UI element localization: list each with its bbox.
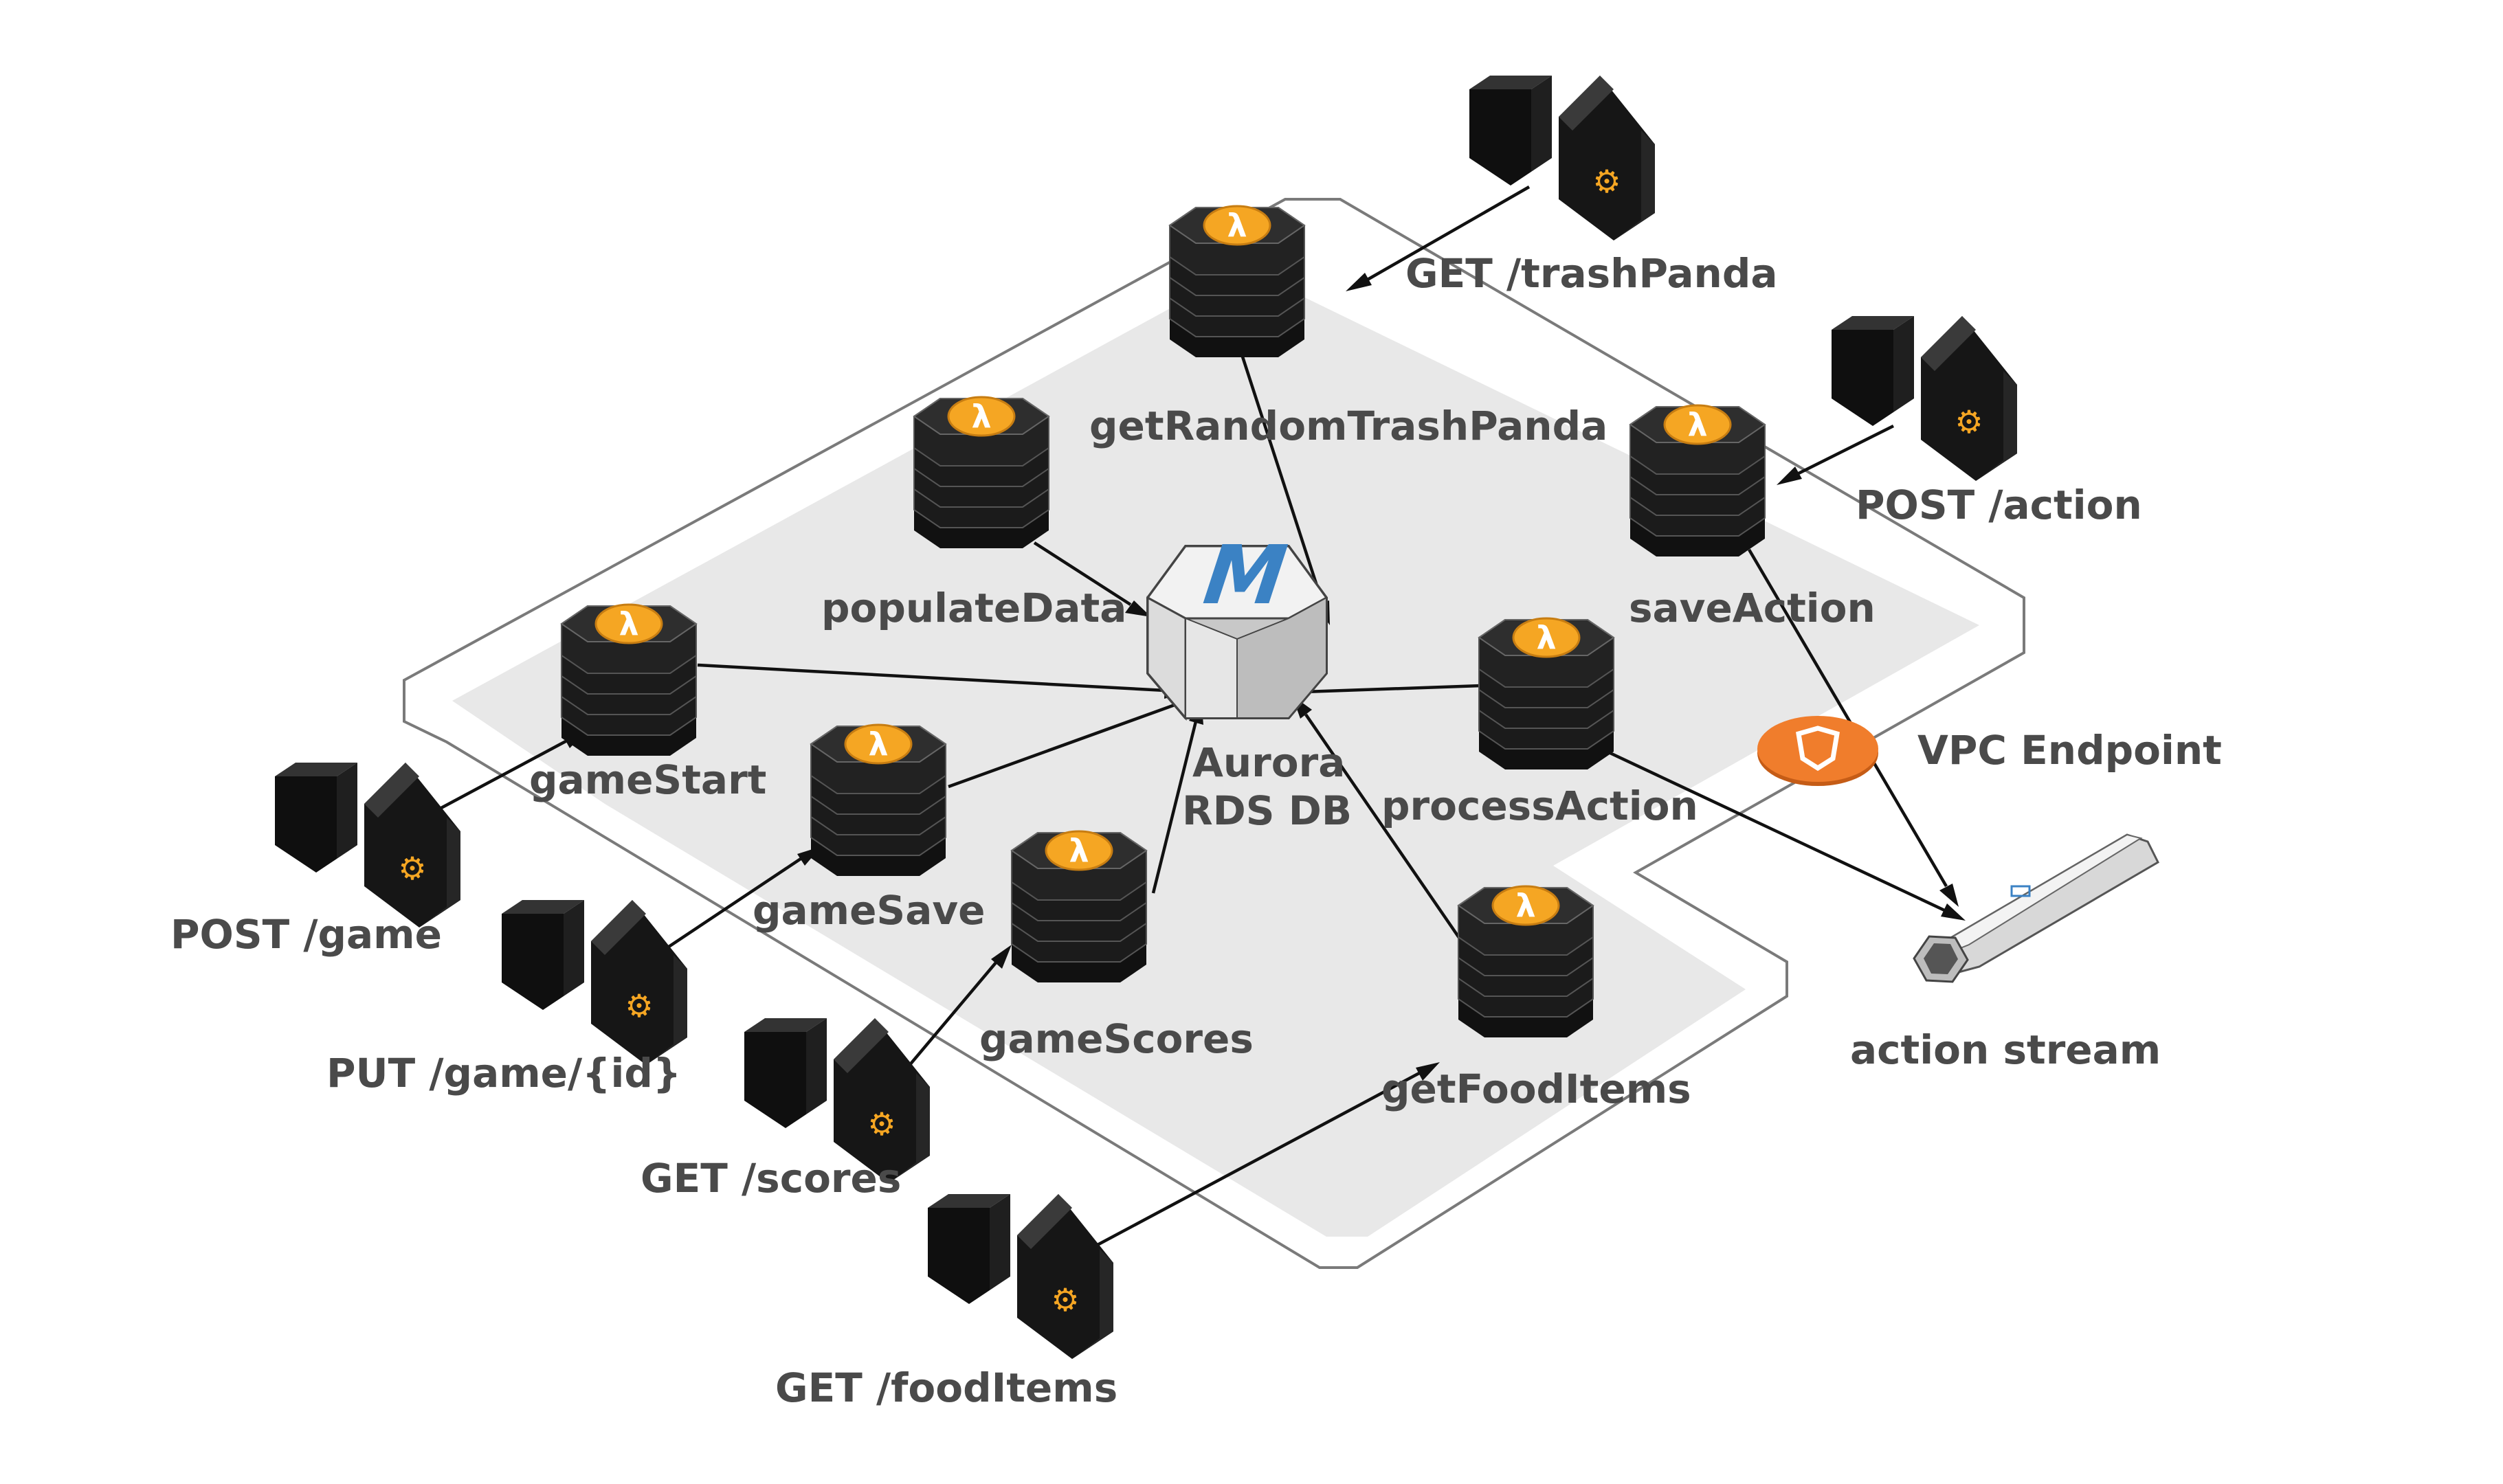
api-game[interactable]: ⚙ [275,763,460,928]
lambda-icon: λ [1687,406,1707,443]
kinesis-stream-node[interactable] [1913,833,2159,983]
label-endpoint-trashPanda: GET /trashPanda [1405,250,1777,297]
gear-icon: ⚙ [1051,1281,1079,1318]
gear-icon: ⚙ [1592,163,1621,200]
lambda-icon: λ [619,605,638,642]
label-aurora-line2: RDS DB [1182,787,1352,834]
vpc-shaded-area [452,268,1979,1237]
label-saveAction: saveAction [1629,585,1876,631]
api-trashPanda[interactable]: ⚙ [1469,76,1655,240]
gear-icon: ⚙ [398,850,426,887]
lambda-icon: λ [1069,832,1089,869]
label-getRandomTrashPanda: getRandomTrashPanda [1089,403,1608,449]
lambda-icon: λ [1227,207,1247,244]
label-aurora-line1: Aurora [1192,739,1345,786]
label-getFoodItems: getFoodItems [1381,1066,1691,1112]
label-endpoint-foodItems: GET /foodItems [775,1364,1117,1411]
lambda-icon: λ [1536,619,1556,656]
label-endpoint-scores: GET /scores [641,1155,901,1202]
lambda-gameStart[interactable]: λ [561,603,697,756]
api-foodItems[interactable]: ⚙ [928,1194,1113,1359]
lambda-icon: λ [868,726,888,763]
connections [428,186,1966,1253]
label-vpc-endpoint: VPC Endpoint [1917,727,2222,774]
api-gameId[interactable]: ⚙ [502,900,687,1065]
label-endpoint-game: POST /game [170,911,442,958]
gear-icon: ⚙ [867,1105,895,1143]
lambda-processAction[interactable]: λ [1478,617,1614,770]
label-populateData: populateData [821,585,1126,631]
gear-icon: ⚙ [1955,403,1983,440]
kinesis-stream-icon [2010,885,2031,897]
label-gameScores: gameScores [979,1015,1254,1062]
lambda-icon: λ [1515,887,1535,924]
api-action[interactable]: ⚙ [1832,316,2017,481]
label-endpoint-action: POST /action [1856,482,2142,528]
lambda-getFoodItems[interactable]: λ [1458,885,1594,1038]
lambda-getRandomTrashPanda[interactable]: λ [1169,205,1305,358]
label-processAction: processAction [1381,783,1698,829]
lambda-saveAction[interactable]: λ [1629,404,1766,557]
lambda-gameSave[interactable]: λ [810,723,946,877]
label-endpoint-gameId: PUT /game/{id} [326,1050,681,1097]
vpc-endpoint-node[interactable] [1757,716,1878,786]
aurora-db-node[interactable]: M [1146,528,1328,721]
lambda-icon: λ [971,398,991,435]
label-action-stream: action stream [1850,1026,2161,1073]
lambda-gameScores[interactable]: λ [1011,830,1147,983]
vpc-endpoint-icon [1796,726,1840,772]
gear-icon: ⚙ [625,987,653,1024]
label-gameSave: gameSave [753,887,985,934]
label-gameStart: gameStart [529,756,766,803]
api-scores[interactable]: ⚙ [744,1018,930,1183]
lambda-populateData[interactable]: λ [913,396,1049,549]
